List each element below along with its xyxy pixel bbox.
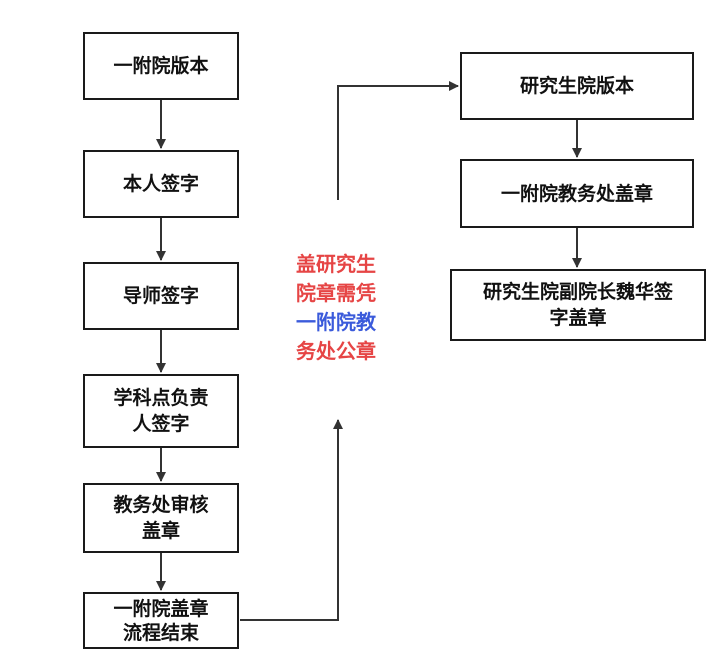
node-label-line2: 字盖章: [549, 307, 607, 329]
node-label-line1: 研究生院副院长魏华签: [482, 281, 673, 303]
node-label: 导师签字: [122, 285, 199, 307]
arrow-left-to-right-top: [337, 81, 459, 200]
node-label-line2: 盖章: [141, 520, 180, 542]
stamp-requirement-note: 盖研究生 院章需凭 一附院教 务处公章: [276, 250, 396, 366]
node-label-line1: 一附院盖章: [113, 597, 209, 620]
node-graduate-school-version: 研究生院版本: [460, 52, 694, 120]
note-line-4: 务处公章: [296, 339, 376, 363]
note-line-3: 一附院教: [296, 310, 376, 334]
node-self-sign: 本人签字: [83, 150, 239, 218]
node-discipline-head-sign: 学科点负责 人签字: [83, 374, 239, 448]
node-label-line1: 教务处审核: [113, 494, 209, 516]
arrow-left-to-right-bottom: [240, 419, 343, 621]
node-label: 本人签字: [122, 173, 199, 195]
node-academic-affairs-review: 教务处审核 盖章: [83, 483, 239, 553]
node-vice-dean-sign-stamp: 研究生院副院长魏华签 字盖章: [450, 269, 706, 341]
node-first-hospital-version: 一附院版本: [83, 32, 239, 100]
node-label-line2: 人签字: [132, 413, 190, 435]
note-line-2: 院章需凭: [296, 281, 376, 305]
node-label: 研究生院版本: [519, 75, 634, 97]
note-line-1: 盖研究生: [296, 252, 376, 276]
node-first-hospital-academic-stamp: 一附院教务处盖章: [460, 159, 694, 228]
node-label-line2: 流程结束: [122, 621, 199, 644]
node-label-line1: 学科点负责: [113, 387, 209, 409]
node-label: 一附院版本: [113, 55, 209, 77]
node-label: 一附院教务处盖章: [500, 182, 653, 205]
node-advisor-sign: 导师签字: [83, 262, 239, 330]
node-first-hospital-stamp-end: 一附院盖章 流程结束: [83, 592, 239, 649]
